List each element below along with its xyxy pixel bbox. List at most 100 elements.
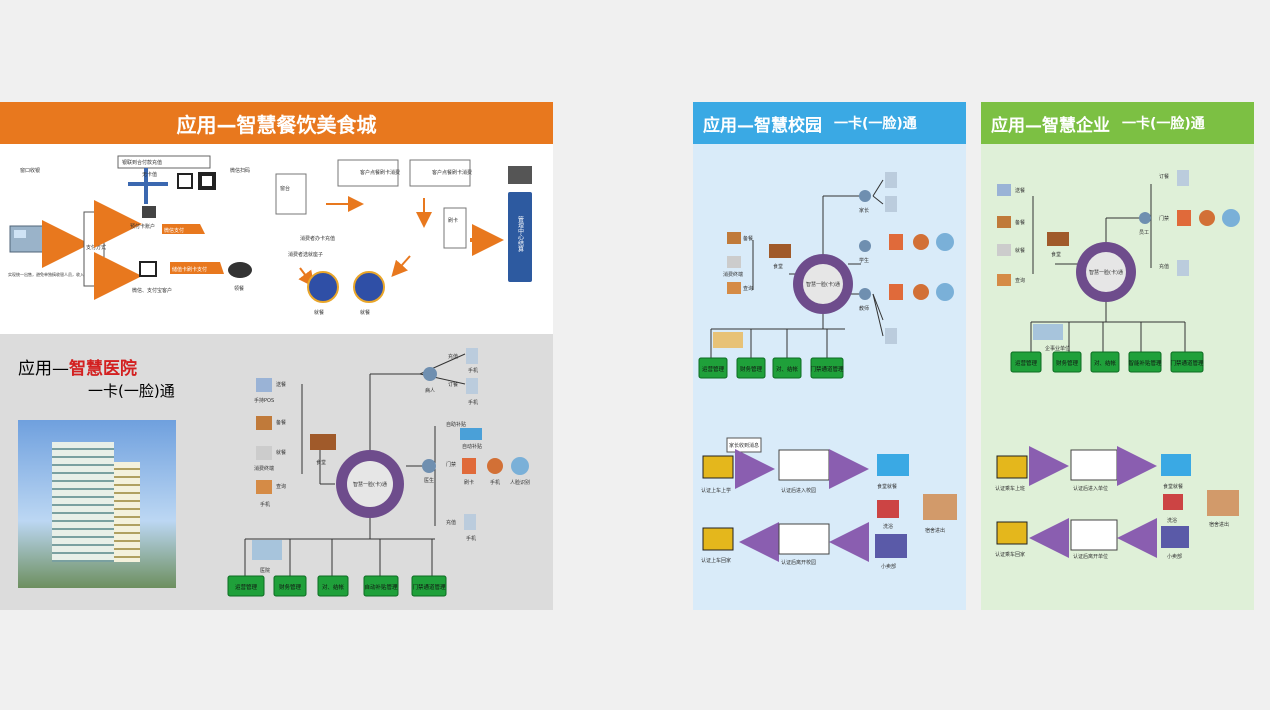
staff-item-0: 自助补贴: [446, 421, 466, 428]
student-icon: [859, 240, 871, 252]
ent-item-2: 就餐: [1015, 247, 1025, 254]
ent-bottom-0: 运营管理: [1015, 359, 1038, 367]
enterprise-subtitle: 一卡(一脸)通: [1122, 116, 1205, 132]
dine-a-label: 就餐: [314, 309, 324, 316]
staff-sub-3: 人脸识别: [510, 479, 530, 486]
dish-icon: [228, 262, 252, 278]
patient-icon: [423, 367, 437, 381]
ent-staff-2: 充值: [1159, 263, 1169, 270]
enterprise-building-icon: [1033, 324, 1063, 340]
cashier-label: 窗口收银: [20, 167, 40, 174]
restaurant-diagram: 窗口收银 实现统一出售，避免单独搞收银人员，收入统一结算 支付方式 银联到合付款…: [8, 155, 532, 316]
ent-item-3: 查询: [1015, 277, 1025, 284]
parent-label: 家长: [859, 207, 869, 214]
employee-icon: [1139, 212, 1151, 224]
enterprise-canteen-icon: [1047, 232, 1069, 246]
ent-bottom-2: 对、结帐: [1094, 359, 1117, 367]
campus-canteen-icon: [769, 244, 791, 258]
building-tower: [52, 442, 114, 562]
ent-bus-bottom: [996, 521, 1028, 545]
campus-flow-bottom-2: 小卖部: [881, 563, 896, 570]
hospital-bottom-buttons: 运营管理 财务管理 对、结帐 自动补贴管理 门禁通道管理: [227, 575, 447, 597]
ent-bottom-4: 门禁通道管理: [1170, 359, 1204, 367]
campus-subtitle: 一卡(一脸)通: [834, 116, 917, 132]
hospital-hub-label: 智慧一脸(卡)通: [353, 481, 387, 488]
enterprise-staff-items: 订餐 门禁 充值: [1159, 170, 1240, 276]
ent-gate-top: [1070, 449, 1118, 481]
left-item-2: 就餐: [276, 449, 286, 456]
ent-bottom-1: 财务管理: [1056, 359, 1079, 367]
staff-sub-1: 刷卡: [464, 479, 474, 486]
gate-icon-top: [778, 449, 830, 481]
enterprise-canteen-label: 食堂: [1051, 251, 1061, 258]
staff-sub-0: 自动补贴: [462, 443, 482, 450]
restaurant-title-bar: 应用—智慧餐饮美食城: [0, 102, 553, 144]
shop-icon: [875, 534, 907, 558]
restaurant-panel: 应用—智慧餐饮美食城 窗口收银 实现统一出售，避免单独搞收银人员，收入统一结算 …: [0, 102, 553, 334]
hospital-title-main: 智慧医院: [69, 359, 137, 379]
consume2-label: 客户点餐刷卡消费: [432, 169, 472, 176]
campus-flow-bottom-1: 认证后离开校园: [781, 559, 816, 566]
window-box: [275, 173, 307, 215]
qr-side-label: 微信扫码: [230, 167, 250, 174]
patient-item-0: 充值: [448, 353, 458, 360]
pay1-banner: [162, 224, 205, 234]
campus-flow-top-1: 认证后进入校园: [781, 487, 816, 494]
campus-bottom-buttons: 运营管理 财务管理 对、结帐 门禁通道管理: [698, 357, 844, 379]
consume1-label: 客户点餐刷卡消费: [360, 169, 400, 176]
ent-shop-icon: [1161, 526, 1189, 548]
bus-icon-top: [702, 455, 734, 479]
hospital-small-building-icon: [252, 540, 282, 560]
center-label: 管理中心结算: [517, 215, 524, 253]
employee-label: 员工: [1139, 230, 1149, 236]
ent-bath-icon: [1163, 494, 1183, 510]
hospital-building-label: 医院: [260, 567, 270, 574]
hospital-title-prefix: 应用—: [18, 359, 69, 379]
nfc-icon: [177, 173, 193, 189]
campus-title-bar: 应用—智慧校园 一卡(一脸)通: [693, 102, 966, 144]
left-sub-3: 手机: [260, 501, 270, 508]
campus-panel: 应用—智慧校园 一卡(一脸)通 智慧一脸(卡)通 食堂 家长 学生 教师 备餐 …: [693, 102, 966, 610]
ent-item-0: 送餐: [1015, 187, 1025, 194]
staff-sub-4: 手机: [466, 535, 476, 542]
enterprise-diagram: 智慧一脸(卡)通 食堂 员工 送餐 备餐 就餐 查询 订餐 门禁 充值 企事业单…: [995, 170, 1240, 560]
enterprise-panel: 应用—智慧企业 一卡(一脸)通 智慧一脸(卡)通 食堂 员工 送餐 备餐 就餐 …: [981, 102, 1254, 610]
ent-flow-bottom-2: 小卖部: [1167, 553, 1182, 560]
hospital-canteen-icon: [310, 434, 336, 450]
support-label: 支付方式: [86, 244, 106, 251]
campus-flow-top-3: 宿舍进出: [925, 527, 945, 534]
ent-canteen-building: [1161, 454, 1191, 476]
card-icon: [139, 261, 157, 277]
bath-icon: [877, 500, 899, 518]
campus-item-2: 查询: [743, 285, 753, 292]
left-sub-0: 手持POS: [254, 397, 274, 404]
left-item-0: 送餐: [276, 381, 286, 388]
ent-staff-0: 订餐: [1159, 173, 1169, 180]
patient-sub-0: 手机: [468, 367, 478, 374]
ent-bottom-3: 智能补贴管理: [1128, 359, 1162, 367]
pay2-banner: [170, 262, 224, 274]
campus-bottom-0: 运营管理: [702, 365, 725, 373]
patient-item-1: 订餐: [448, 381, 458, 388]
campus-flow-top-0: 认证上车上学: [701, 487, 731, 494]
left-sub-2: 消费终端: [254, 465, 274, 472]
building-wing: [114, 462, 140, 562]
pay4-label: 微信、支付宝客户: [132, 287, 172, 294]
school-building-icon: [713, 332, 743, 348]
step1-label: 消费者办卡充值: [300, 235, 335, 242]
pay2-label: 储值卡刷卡支付: [172, 266, 207, 273]
staff-item-2: 充值: [446, 519, 456, 526]
pos-box-1: [337, 159, 399, 187]
campus-canteen-label: 食堂: [773, 263, 783, 270]
campus-flow-top-2: 食堂就餐: [877, 483, 897, 490]
ent-flow-bottom-3: 洗浴: [1167, 517, 1177, 524]
staff-label: 医生: [424, 477, 434, 484]
terminal-box: [443, 207, 467, 249]
campus-notice: 家长收到消息: [729, 442, 759, 449]
campus-flow-bottom-3: 洗浴: [883, 523, 893, 530]
staff-sub-2: 手机: [490, 479, 500, 486]
hospital-subtitle: 一卡(一脸)通: [88, 382, 175, 400]
hospital-building-image: [18, 420, 176, 588]
